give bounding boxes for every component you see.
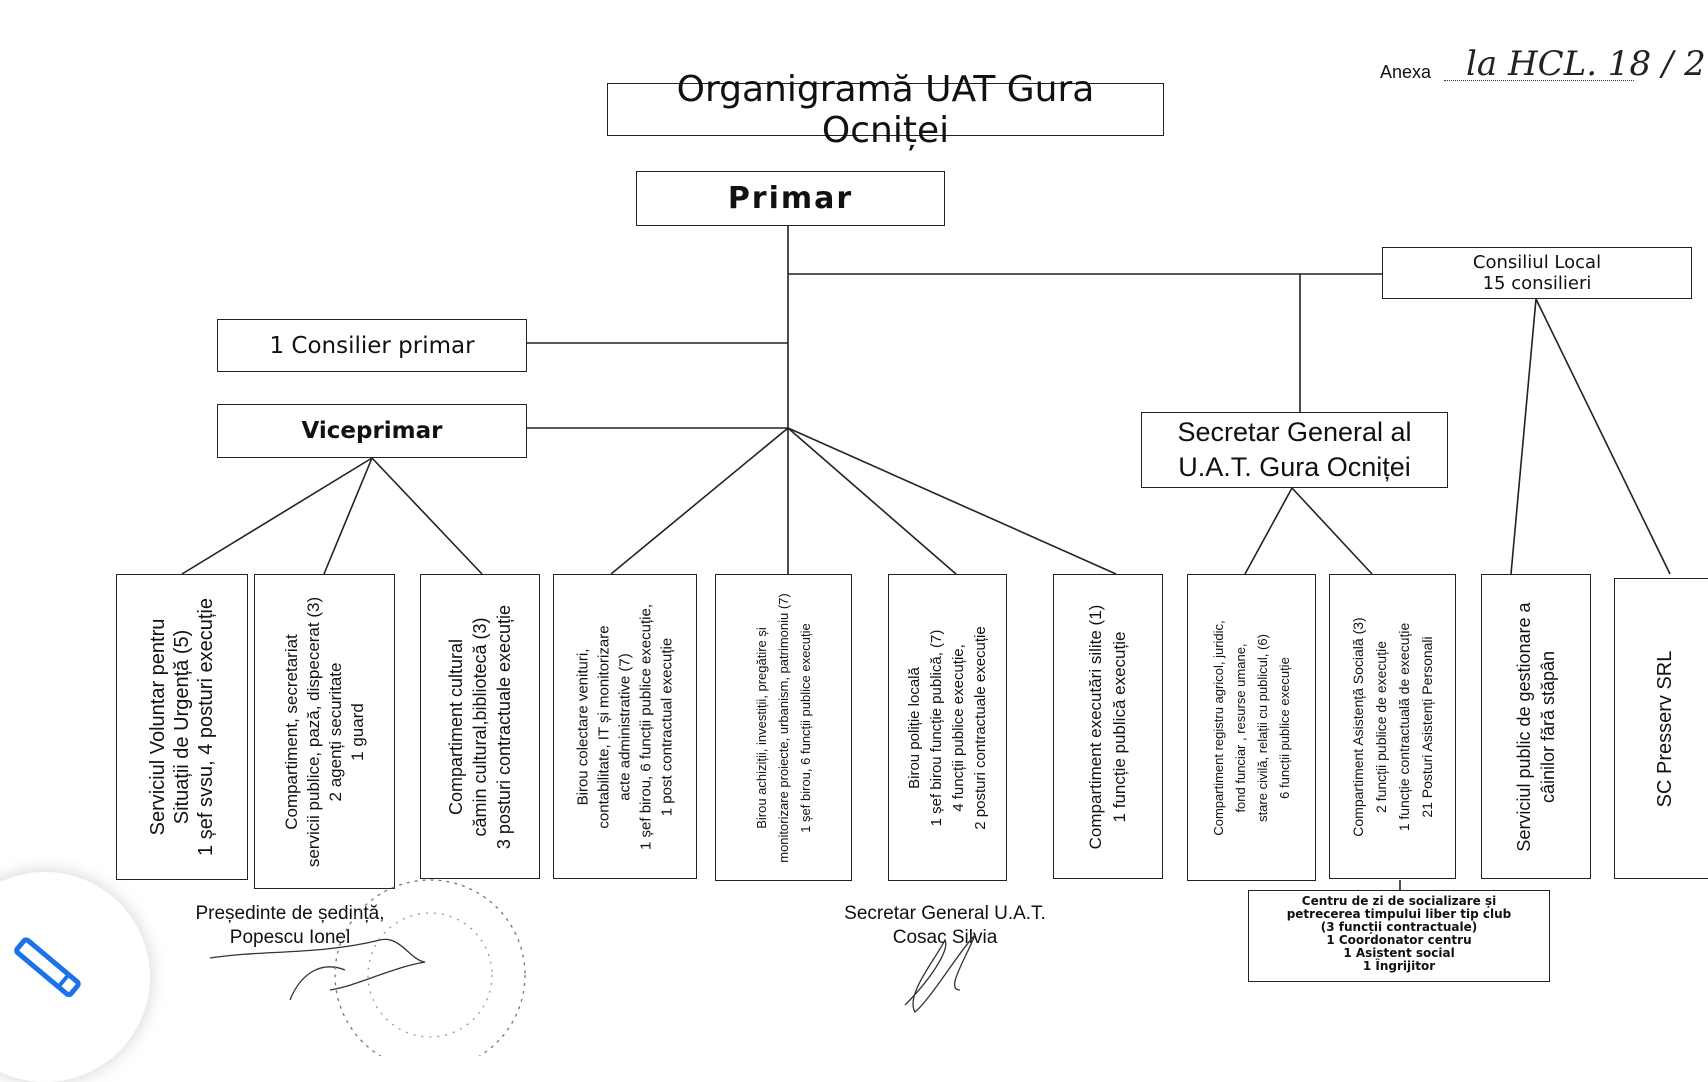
org-connectors: [181, 226, 1671, 890]
dept-birou-colectare: Birou colectare venituri, contabilitate,…: [553, 574, 697, 879]
box-primar: Primar: [636, 171, 945, 226]
centru-line: 1 Asistent social: [1343, 946, 1455, 960]
pencil-icon: [14, 937, 81, 998]
secretar-role: Secretar General U.A.T.: [844, 903, 1046, 924]
box-viceprimar: Viceprimar: [217, 404, 527, 458]
box-secretar-general: Secretar General al U.A.T. Gura Ocniței: [1141, 412, 1448, 488]
dept-secretariat-paza: Compartiment, secretariat servicii publi…: [254, 574, 395, 889]
centru-line: 1 Coordonator centru: [1326, 933, 1472, 947]
consiliu-local-count: 15 consilieri: [1482, 273, 1592, 294]
box-consiliul-local: Consiliul Local 15 consilieri: [1382, 247, 1692, 299]
consiliu-local-name: Consiliul Local: [1472, 252, 1602, 273]
presedinte-role: Președinte de ședință,: [195, 903, 385, 924]
dept-svsu: Serviciul Voluntar pentru Situații de Ur…: [116, 574, 248, 880]
dept-cultural: Compartiment cultural cămin cultural,bib…: [420, 574, 540, 879]
box-centru-de-zi: Centru de zi de socializare și petrecere…: [1248, 890, 1550, 982]
dept-registru-agricol: Compartiment registru agricol, juridic, …: [1187, 574, 1316, 881]
anexa-underline: [1444, 80, 1634, 81]
signatures-and-stamp: [209, 879, 976, 1056]
centru-line: Centru de zi de socializare și: [1301, 894, 1497, 908]
dept-birou-achizitii: Birou achiziții, investiții, pregătire ș…: [715, 574, 852, 881]
dept-executari-silite: Compartiment executări silite (1) 1 func…: [1053, 574, 1163, 879]
anexa-label: Anexa: [1380, 62, 1432, 82]
box-consilier-primar: 1 Consilier primar: [217, 319, 527, 372]
centru-line: petrecerea timpului liber tip club: [1286, 907, 1512, 921]
centru-line: (3 funcții contractuale): [1320, 920, 1478, 934]
dept-politie-locala: Birou poliție locală 1 șef birou funcție…: [888, 574, 1007, 881]
signature-presedinte: Președinte de ședință, Popescu Ionel: [160, 902, 420, 950]
dept-asistenta-sociala: Compartiment Asistență Socială (3) 2 fun…: [1329, 574, 1456, 879]
presedinte-name: Popescu Ionel: [229, 927, 351, 948]
anexa-handwritten: la HCL. 18 / 2: [1466, 44, 1706, 84]
dept-serviciu-caini: Serviciul public de gestionare a câinilo…: [1481, 574, 1591, 879]
dept-sc-presserv: SC Presserv SRL: [1614, 578, 1708, 879]
centru-line: 1 Îngrijitor: [1362, 959, 1436, 973]
secretar-general-line2: U.A.T. Gura Ocniței: [1178, 452, 1411, 482]
secretar-general-line1: Secretar General al: [1177, 417, 1412, 447]
